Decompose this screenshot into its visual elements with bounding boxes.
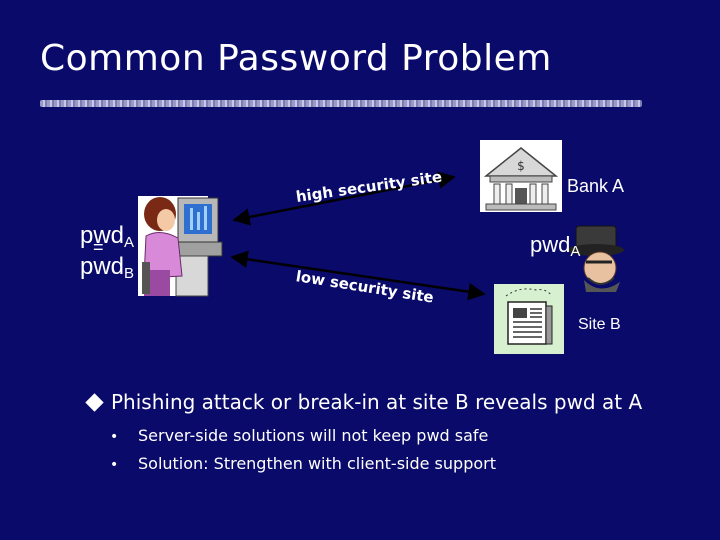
- user-pwd-a: pwdA: [80, 222, 135, 251]
- equals-sign: =: [93, 237, 104, 257]
- user-pwd-b-text: pwd: [80, 253, 125, 280]
- sub-bullet-text: Solution: Strengthen with client-side su…: [138, 454, 496, 473]
- slide-title: Common Password Problem: [40, 38, 552, 79]
- attacker-pwd-subscript: A: [570, 243, 581, 260]
- title-divider: [40, 100, 642, 107]
- user-pwd-a-text: pwd: [80, 222, 125, 249]
- sub-bullet-text: Server-side solutions will not keep pwd …: [138, 426, 489, 445]
- attacker-pwd: pwdA: [530, 232, 581, 260]
- attacker-icon: [564, 225, 628, 294]
- user-pwd-b-subscript: B: [124, 265, 135, 282]
- sub-bullet-2: • Solution: Strengthen with client-side s…: [110, 454, 496, 473]
- bank-symbol: $: [517, 159, 525, 173]
- user-pwd-b: pwdB: [80, 253, 135, 282]
- high-security-arrow: [232, 171, 456, 226]
- sub-bullet-1: • Server-side solutions will not keep pwd…: [110, 426, 488, 445]
- bank-label: Bank A: [567, 176, 625, 196]
- low-security-arrow: [230, 250, 486, 301]
- diamond-bullet-icon: [85, 392, 104, 412]
- sub-bullet-marker: •: [110, 429, 119, 445]
- attacker-pwd-text: pwd: [530, 232, 571, 257]
- main-bullet-text: Phishing attack or break-in at site B re…: [111, 390, 643, 414]
- user-pwd-a-subscript: A: [124, 234, 135, 251]
- news-site-icon: [494, 284, 564, 354]
- sub-bullet-marker: •: [110, 457, 119, 473]
- bank-building-icon: $: [480, 140, 562, 212]
- user-at-computer-icon: [138, 196, 223, 297]
- site-b-label: Site B: [578, 316, 621, 333]
- main-bullet: Phishing attack or break-in at site B re…: [84, 390, 642, 414]
